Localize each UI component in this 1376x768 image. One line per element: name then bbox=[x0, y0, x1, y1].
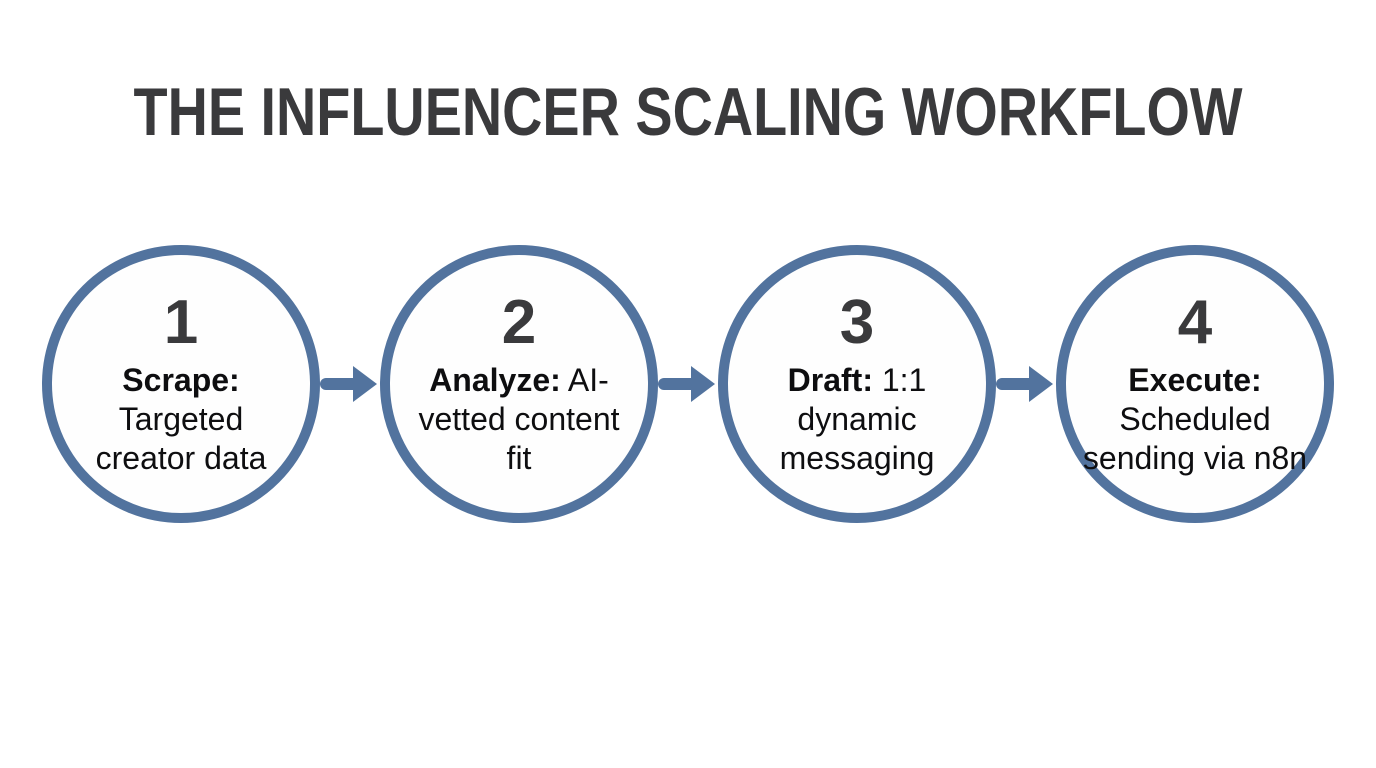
step-label-keyword: Execute: bbox=[1128, 361, 1262, 398]
step-circle-1: 1 Scrape: Targeted creator data bbox=[42, 245, 320, 523]
step-label-description: 1:1 dynamic messaging bbox=[779, 361, 935, 476]
step-label-keyword: Draft: bbox=[787, 361, 873, 398]
step-circle-4: 4 Execute: Scheduled sending via n8n bbox=[1056, 245, 1334, 523]
step-number: 3 bbox=[839, 287, 875, 357]
step-circle-3: 3 Draft: 1:1 dynamic messaging bbox=[718, 245, 996, 523]
step-label-description: AI-vetted content fit bbox=[418, 361, 620, 476]
step-label-keyword: Analyze: bbox=[429, 361, 561, 398]
arrow-right-icon bbox=[320, 362, 380, 406]
step-label: Scrape: Targeted creator data bbox=[66, 361, 296, 478]
page-title: THE INFLUENCER SCALING WORKFLOW bbox=[133, 74, 1243, 150]
step-number: 4 bbox=[1177, 287, 1213, 357]
arrow-right-icon bbox=[996, 362, 1056, 406]
step-circle-2: 2 Analyze: AI-vetted content fit bbox=[380, 245, 658, 523]
step-label: Draft: 1:1 dynamic messaging bbox=[742, 361, 972, 478]
step-label: Execute: Scheduled sending via n8n bbox=[1080, 361, 1310, 478]
step-label-description: Targeted creator data bbox=[95, 400, 267, 476]
step-number: 1 bbox=[163, 287, 199, 357]
step-number: 2 bbox=[501, 287, 537, 357]
step-label-keyword: Scrape: bbox=[122, 361, 240, 398]
step-label: Analyze: AI-vetted content fit bbox=[404, 361, 634, 478]
workflow-steps-row: 1 Scrape: Targeted creator data 2 Analyz… bbox=[0, 245, 1376, 523]
arrow-right-icon bbox=[658, 362, 718, 406]
step-label-description: Scheduled sending via n8n bbox=[1082, 400, 1308, 476]
